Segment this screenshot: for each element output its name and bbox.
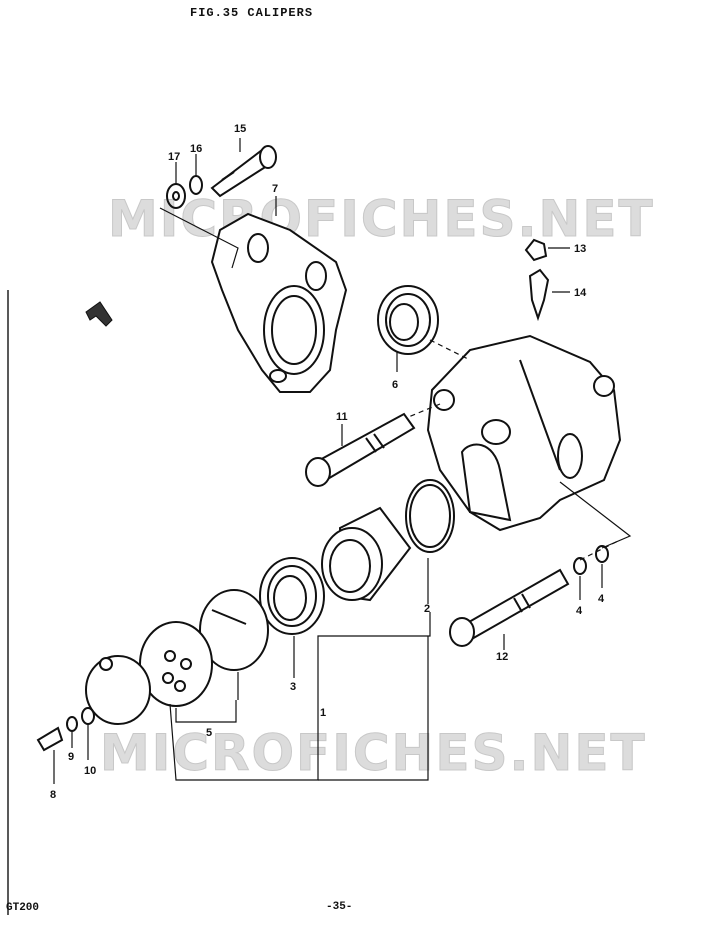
watermark-bottom: MICROFICHES.NET	[100, 724, 647, 782]
part-7-bracket	[210, 212, 348, 393]
part-3-seal	[259, 557, 325, 635]
part-5-pad-holder	[139, 621, 213, 707]
part-15-pin	[210, 145, 277, 198]
part-14-bleeder-valve	[528, 268, 550, 322]
label-part-4a: 4	[576, 605, 583, 617]
label-part-14: 14	[574, 287, 587, 299]
direction-arrow-icon	[85, 301, 113, 327]
label-part-3: 3	[290, 681, 296, 693]
part-12-pin	[449, 568, 570, 647]
figure-title: FIG.35 CALIPERS	[190, 6, 314, 20]
label-part-16: 16	[190, 143, 202, 155]
label-part-10: 10	[84, 765, 96, 777]
label-part-2: 2	[424, 603, 430, 615]
part-13-cap	[524, 238, 548, 262]
part-11-pin	[305, 412, 416, 487]
label-part-6: 6	[392, 379, 398, 391]
label-part-12: 12	[496, 651, 508, 663]
label-part-1: 1	[320, 707, 326, 719]
label-part-9: 9	[68, 751, 74, 763]
part-number-labels: 1 2 3 4 4 5 6 7 8 9 10 11 12 13 14 15 16…	[50, 123, 605, 801]
part-4-oring-a	[573, 557, 587, 575]
brake-pad	[199, 589, 269, 671]
backing-plate	[85, 655, 151, 725]
label-part-8: 8	[50, 789, 56, 801]
part-10-washer	[81, 707, 95, 725]
label-part-5: 5	[206, 727, 212, 739]
label-part-15: 15	[234, 123, 246, 135]
part-9-washer	[66, 716, 78, 732]
page-number: -35-	[326, 901, 353, 913]
part-2-ring	[405, 479, 455, 553]
label-part-7: 7	[272, 183, 278, 195]
model-label: GT200	[6, 902, 40, 914]
dashed-guide-lines	[405, 339, 621, 561]
label-part-11: 11	[336, 411, 348, 423]
part-4-oring-b	[595, 545, 609, 563]
leader-lines	[53, 138, 632, 784]
label-part-13: 13	[574, 243, 586, 255]
piston	[321, 506, 412, 602]
watermark-top: MICROFICHES.NET	[108, 190, 655, 248]
part-8-bolt	[36, 726, 64, 752]
label-part-4b: 4	[598, 593, 605, 605]
label-part-17: 17	[168, 151, 180, 163]
caliper-housing	[426, 334, 622, 532]
part-6-seal	[377, 285, 439, 355]
